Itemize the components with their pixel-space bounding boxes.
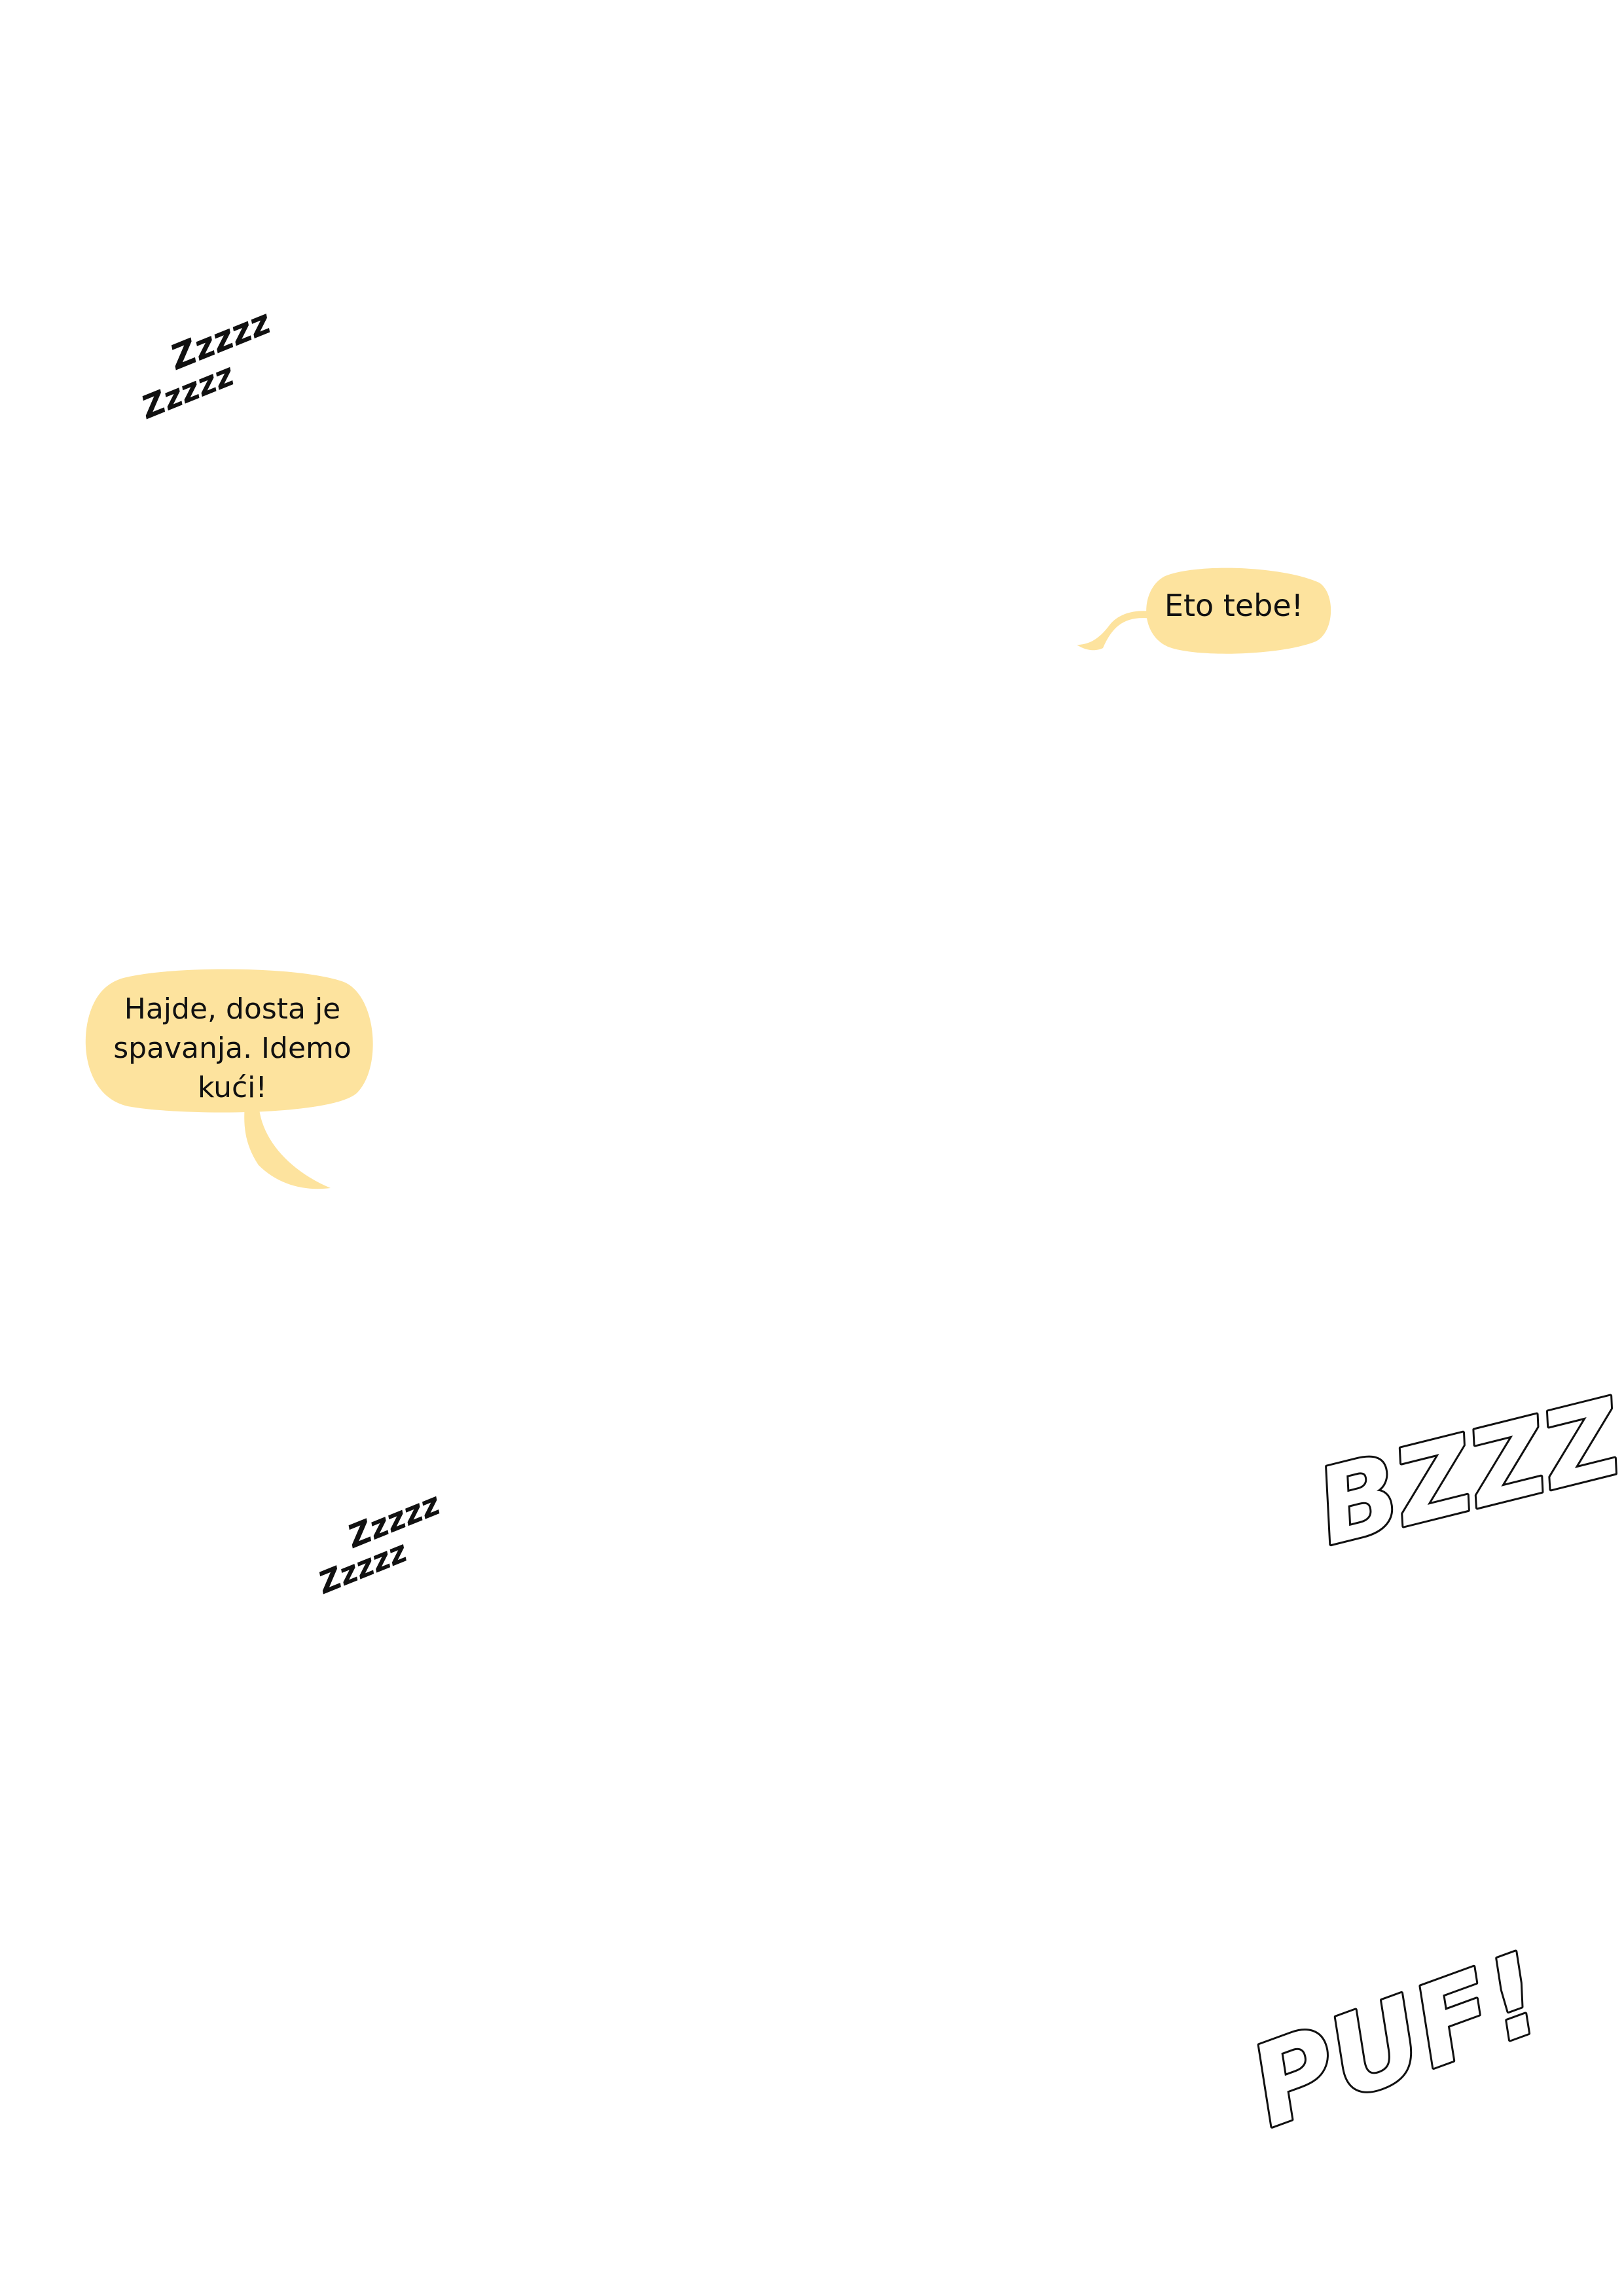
puf-sound-effect: PUF!: [1233, 1926, 1561, 2154]
speech-bubble-shape: [85, 969, 373, 1189]
bubble-tail: [244, 1100, 331, 1189]
zzz-sound-effect-middle: Zzzzz Zzzzz: [312, 1485, 446, 1601]
bubble-text: Eto tebe!: [1164, 588, 1304, 623]
bzzz-text: BZZZ: [1305, 1375, 1624, 1569]
zzz-sound-effect-top: Zzzzz Zzzzz: [135, 302, 277, 427]
speech-bubble-shape: [1077, 568, 1331, 654]
puf-text: PUF!: [1235, 1928, 1559, 2152]
bubble-body: [85, 969, 373, 1113]
speech-bubble-hajde: Hajde, dosta je spavanja. Idemo kući!: [82, 969, 383, 1204]
bubble-text: Hajde, dosta je spavanja. Idemo kući!: [113, 992, 352, 1104]
bubble-body: [1146, 568, 1331, 654]
bzzz-sound-effect: BZZZ: [1303, 1373, 1624, 1571]
speech-bubble-eto-tebe: Eto tebe!: [1074, 563, 1335, 661]
bubble-tail: [1077, 611, 1155, 651]
